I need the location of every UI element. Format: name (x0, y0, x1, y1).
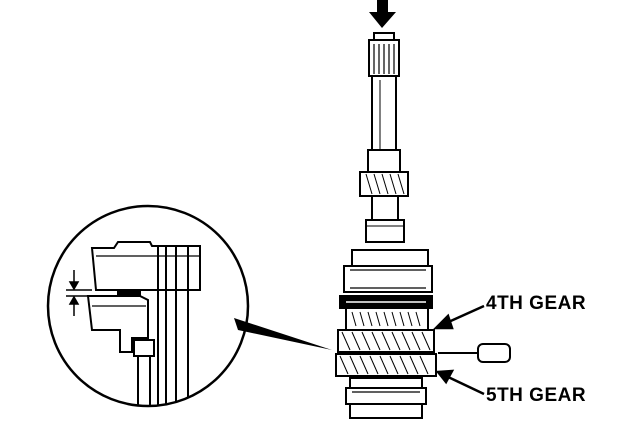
feeler-gauge (438, 343, 511, 363)
fifth-gear-label: 5TH GEAR (486, 385, 587, 406)
down-arrow-icon (369, 0, 396, 28)
gear-stack (335, 249, 437, 419)
fourth-gear-label: 4TH GEAR (486, 293, 587, 314)
leader-arrows (432, 304, 485, 396)
detail-magnifier (46, 204, 332, 408)
mainshaft (359, 32, 409, 243)
